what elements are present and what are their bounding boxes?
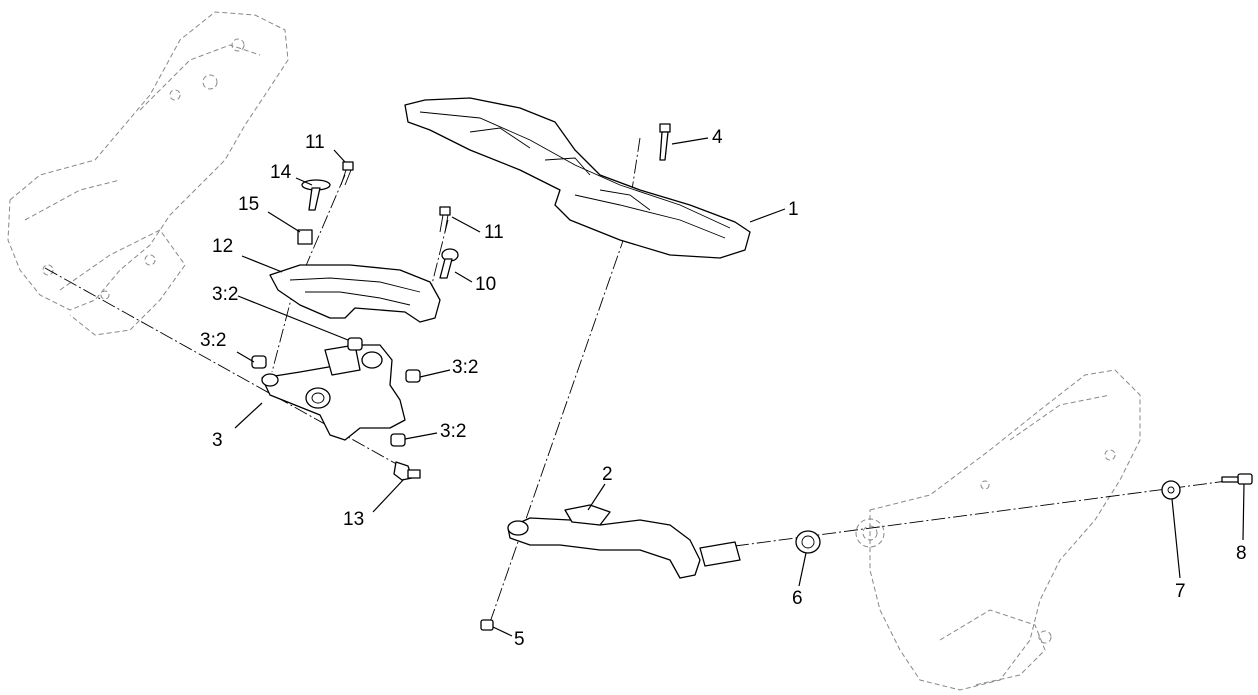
bolt-part-11-upper xyxy=(340,161,354,186)
callout-2: 2 xyxy=(602,464,613,485)
callout-8: 8 xyxy=(1236,543,1247,564)
callout-15: 15 xyxy=(238,194,259,215)
callout-11-lower: 11 xyxy=(484,222,504,243)
pin-part-14 xyxy=(301,179,331,211)
callout-11-upper: 11 xyxy=(305,132,325,153)
callout-3-2-c: 3:2 xyxy=(452,357,478,378)
bracket-part-3 xyxy=(261,344,406,441)
lever-arm-part-2 xyxy=(507,504,741,579)
bolt-part-8 xyxy=(1221,473,1253,485)
foot-plate-part-1 xyxy=(404,97,751,259)
callout-14: 14 xyxy=(270,162,292,183)
callout-7: 7 xyxy=(1175,581,1186,602)
bolt-part-11-lower xyxy=(439,206,451,233)
bushing-part-3-2-c xyxy=(405,369,421,383)
pin-part-10 xyxy=(439,248,459,279)
left-frame-phantom xyxy=(7,11,289,336)
washer-part-7 xyxy=(1161,480,1181,500)
washer-part-6 xyxy=(795,530,821,554)
callout-3-2-d: 3:2 xyxy=(440,421,466,442)
right-frame-phantom xyxy=(855,369,1141,691)
callout-3: 3 xyxy=(212,430,223,451)
bolt-part-4 xyxy=(659,123,671,161)
bushing-part-3-2-d xyxy=(390,433,406,447)
callout-12: 12 xyxy=(212,236,233,257)
callout-1: 1 xyxy=(788,199,799,220)
small-foot-plate-part-12 xyxy=(269,264,441,323)
spacer-part-15 xyxy=(297,229,313,245)
callout-5: 5 xyxy=(514,629,525,650)
callout-6: 6 xyxy=(792,588,803,609)
callout-4: 4 xyxy=(712,127,723,148)
callout-labels: 1 2 3 3:2 3:2 3:2 3:2 4 5 6 7 8 10 11 11… xyxy=(200,127,1247,650)
bushing-part-3-2-b xyxy=(347,337,363,351)
callout-13: 13 xyxy=(343,509,364,530)
leader-lines xyxy=(234,137,1245,637)
bolt-part-13 xyxy=(393,461,421,481)
bushing-part-3-2-a xyxy=(251,355,267,369)
callout-3-2-b: 3:2 xyxy=(212,284,238,305)
callout-10: 10 xyxy=(475,274,496,295)
callout-3-2-a: 3:2 xyxy=(200,330,226,351)
nut-part-5 xyxy=(480,619,494,631)
